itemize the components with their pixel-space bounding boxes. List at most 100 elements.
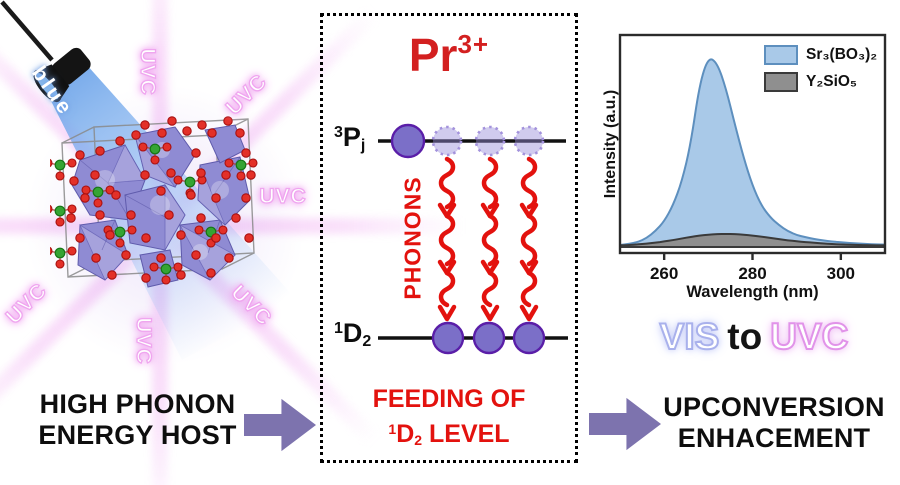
- x-tick-label: 260: [650, 264, 678, 283]
- series-line-1: [619, 232, 886, 248]
- oxygen-atom: [241, 193, 251, 203]
- legend-label: Sr₃(BO₃)₂: [806, 46, 878, 63]
- oxygen-atom: [221, 170, 231, 180]
- boron-atom: [149, 143, 161, 155]
- oxygen-atom: [140, 120, 150, 130]
- right-caption-line1: UPCONVERSION: [663, 392, 885, 422]
- oxygen-atom: [141, 233, 151, 243]
- oxygen-atom: [107, 270, 117, 280]
- oxygen-atom: [55, 217, 65, 227]
- oxygen-atom: [93, 198, 103, 208]
- oxygen-atom: [91, 253, 101, 263]
- oxygen-atom: [81, 185, 91, 195]
- oxygen-atom: [90, 170, 100, 180]
- oxygen-atom: [162, 142, 172, 152]
- oxygen-atom: [231, 213, 241, 223]
- oxygen-atom: [115, 238, 125, 248]
- right-caption-line2: ENHACEMENT: [677, 423, 871, 453]
- series-line-0: [619, 58, 886, 248]
- oxygen-atom: [224, 253, 234, 263]
- oxygen-atom: [211, 193, 221, 203]
- electron-filled: [472, 321, 506, 355]
- energy-level-diagram: [378, 123, 568, 355]
- oxygen-atom: [246, 170, 256, 180]
- oxygen-atom: [105, 185, 115, 195]
- oxygen-atom: [173, 262, 183, 272]
- oxygen-atom: [75, 150, 85, 160]
- upper-level-label: 3Pj: [334, 122, 366, 154]
- oxygen-atom: [207, 128, 217, 138]
- boron-atom: [160, 263, 172, 275]
- oxygen-atom: [236, 171, 246, 181]
- oxygen-atom: [140, 170, 150, 180]
- boron-atom: [235, 159, 247, 171]
- phonon-arrow: [522, 159, 536, 319]
- oxygen-atom: [211, 233, 221, 243]
- oxygen-atom: [161, 275, 171, 285]
- legend-label: Y₂SiO₅: [806, 73, 858, 90]
- spectrum-plot: 260 280 300: [618, 33, 887, 283]
- feeding-line2: 1D2 LEVEL: [388, 420, 510, 448]
- oxygen-atom: [141, 273, 151, 283]
- uvc-label: UVC: [131, 317, 155, 366]
- ion-symbol: Pr: [408, 29, 458, 81]
- boron-atom: [184, 176, 196, 188]
- oxygen-atom: [173, 175, 183, 185]
- oxygen-atom: [111, 190, 121, 200]
- electron-filled: [431, 321, 465, 355]
- oxygen-atom: [121, 250, 131, 260]
- oxygen-atom: [55, 171, 65, 181]
- oxygen-atom: [66, 213, 76, 223]
- oxygen-atom: [166, 168, 176, 178]
- oxygen-atom: [218, 225, 228, 235]
- oxygen-atom: [138, 142, 148, 152]
- oxygen-atom: [224, 158, 234, 168]
- boron-atom: [54, 205, 66, 217]
- phonons-label: PHONONS: [399, 176, 426, 300]
- oxygen-atom: [50, 246, 53, 256]
- oxygen-atom: [149, 262, 159, 272]
- crystal-structure-image: [50, 116, 258, 288]
- feeding-line1: FEEDING OF: [372, 385, 526, 413]
- oxygen-atom: [131, 130, 141, 140]
- oxygen-atom: [182, 126, 192, 136]
- oxygen-atom: [95, 210, 105, 220]
- oxygen-atom: [156, 253, 166, 263]
- x-tick-label: 280: [738, 264, 766, 283]
- oxygen-atom: [127, 225, 137, 235]
- oxygen-atom: [50, 204, 53, 214]
- atoms: [50, 116, 258, 285]
- electron-filled: [512, 321, 546, 355]
- oxygen-atom: [206, 268, 216, 278]
- oxygen-atom: [69, 176, 79, 186]
- oxygen-atom: [176, 270, 186, 280]
- oxygen-atom: [80, 193, 90, 203]
- legend-entry: Sr₃(BO₃)₂: [764, 45, 877, 65]
- oxygen-atom: [115, 136, 125, 146]
- oxygen-atom: [126, 210, 136, 220]
- oxygen-atom: [194, 225, 204, 235]
- oxygen-atom: [150, 155, 160, 165]
- chart-legend: Sr₃(BO₃)₂ Y₂SiO₅: [764, 45, 877, 99]
- electrons-depleted: [431, 125, 545, 157]
- x-tick-label: 300: [827, 264, 855, 283]
- left-caption-line1: HIGH PHONON: [39, 389, 236, 419]
- ion-label: Pr3+: [320, 28, 578, 82]
- boron-atom: [114, 226, 126, 238]
- legend-entry: Y₂SiO₅: [764, 72, 877, 92]
- right-caption: UPCONVERSION ENHACEMENT: [648, 392, 900, 454]
- oxygen-atom: [191, 250, 201, 260]
- oxygen-atom: [248, 158, 258, 168]
- uv-ray: [160, 218, 490, 234]
- polyhedra-highlights: [95, 142, 229, 260]
- oxygen-atom: [157, 128, 167, 138]
- oxygen-atom: [197, 120, 207, 130]
- oxygen-atom: [67, 204, 77, 214]
- boron-atom: [92, 186, 104, 198]
- oxygen-atom: [156, 186, 166, 196]
- phonon-arrow: [483, 159, 497, 319]
- uvc-label: UVC: [259, 184, 307, 208]
- y-axis-label: Intensity (a.u.): [602, 89, 619, 199]
- oxygen-atom: [244, 233, 254, 243]
